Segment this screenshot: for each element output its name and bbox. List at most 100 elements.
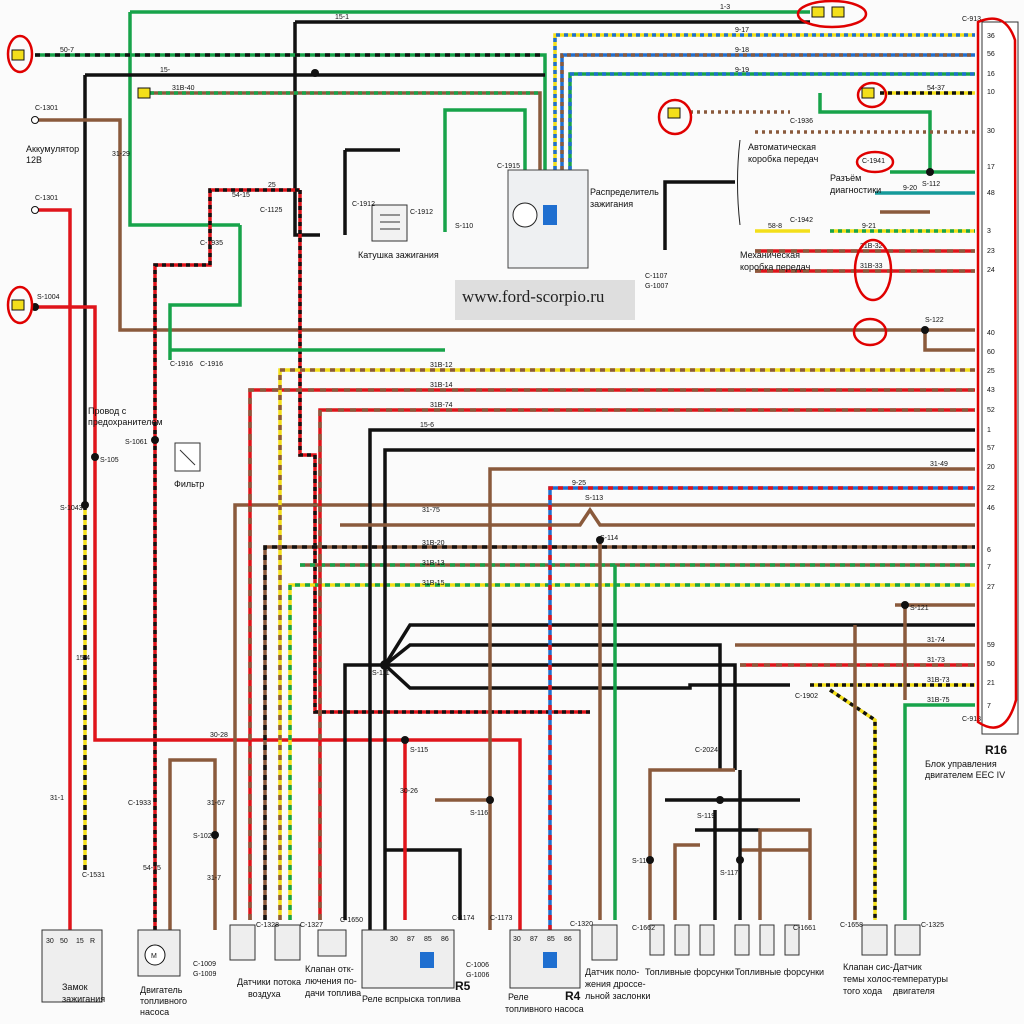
injector-icon: [649, 924, 665, 956]
battery-conn-2: C-1301: [35, 195, 58, 202]
conn-label: C-1125: [260, 207, 283, 214]
conn-label: S-1061: [125, 439, 148, 446]
auto-gearbox-label-1: Автоматическая: [748, 142, 816, 152]
filter-icon: [179, 449, 196, 466]
wire-label: 54-15: [143, 865, 161, 872]
wire-label: 31-75: [422, 507, 440, 514]
tag-icon: [137, 87, 151, 99]
ecu-pin: 59: [987, 642, 995, 649]
relay-pin: 86: [441, 936, 449, 943]
conn-label: S-122: [925, 317, 944, 324]
idle-label-3: того хода: [843, 986, 882, 996]
distributor-module-icon: [543, 205, 557, 225]
conn-label: G-1006: [466, 972, 489, 979]
ecu-pin: 24: [987, 267, 995, 274]
fused-wire-label-2: предохранителем: [88, 417, 163, 427]
watermark-shadow: [455, 280, 635, 320]
wire-label: 9-18: [735, 47, 749, 54]
wire-label: 54-37: [927, 85, 945, 92]
conn-label: S-1027: [193, 833, 216, 840]
conn-label: S-117: [720, 870, 738, 877]
ign-pin: 50: [60, 938, 68, 945]
ecu-pin: 46: [987, 505, 995, 512]
conn-label: C-1935: [200, 240, 223, 247]
pump-relay-conn-1: C-1173: [490, 915, 513, 922]
tag-icon: [831, 6, 845, 18]
conn-label: S-114: [600, 535, 618, 542]
air-sensor-2: [274, 924, 301, 961]
wire-label: 31-73: [927, 657, 945, 664]
auto-gearbox-conn: C-1936: [790, 118, 813, 125]
ign-pin: 30: [46, 938, 54, 945]
wire-label: 15-1: [335, 14, 349, 21]
ecu-pin: 43: [987, 387, 995, 394]
ecu-pin: 7: [987, 564, 991, 571]
coil-conn-1: C-1912: [352, 201, 375, 208]
wire-label: 9-25: [572, 480, 586, 487]
battery-terminal-icon: [31, 206, 39, 214]
conn-label: C-2024: [695, 747, 718, 754]
manual-gearbox-label-2: коробка передач: [740, 262, 811, 272]
ecu-pin: 20: [987, 464, 995, 471]
glow-relay-conn: C-1174: [452, 915, 475, 922]
ecu-pin: 40: [987, 330, 995, 337]
ecu-pin: 52: [987, 407, 995, 414]
ecu-body: [981, 21, 1019, 735]
conn-label: S-111: [372, 670, 390, 677]
highlight-ring: [852, 317, 888, 347]
wire-label: 31-49: [930, 461, 948, 468]
conn-label: C-1902: [795, 693, 818, 700]
air-label-1: Датчики потока: [237, 977, 301, 987]
wire-label: 9-17: [735, 27, 749, 34]
wire-label: 25: [268, 182, 276, 189]
tag-icon: [11, 49, 25, 61]
throttle-label-2: жения дроссе-: [585, 979, 646, 989]
ign-switch-conn: C-1531: [82, 872, 105, 879]
coil-conn-2: C-1912: [410, 209, 433, 216]
air-sensor-1: [229, 924, 256, 961]
wire-label: 31B-73: [927, 677, 950, 684]
highlight-ring: [6, 34, 34, 74]
ecu-pin: 16: [987, 71, 995, 78]
relay-pin: 86: [564, 936, 572, 943]
relay-coil-icon: [543, 952, 557, 968]
wire-label: 31B-14: [430, 382, 453, 389]
injectors-b-label: Топливные форсунки: [735, 967, 824, 977]
distributor-label-1: Распределитель: [590, 187, 659, 197]
wires-top: [35, 10, 975, 505]
ecu-code: R16: [985, 743, 1007, 757]
ecu-pin: 1: [987, 427, 991, 434]
highlight-ring: [6, 285, 34, 325]
ecu-pin: 27: [987, 584, 995, 591]
battery-terminal-icon: [31, 116, 39, 124]
temp-conn: C-1325: [921, 922, 944, 929]
relay-pin: 85: [424, 936, 432, 943]
ignition-coil-body: [371, 204, 408, 242]
ecu-pin: 3: [987, 228, 991, 235]
fuel-cut-valve-body: [317, 929, 347, 957]
ecu-pin: 30: [987, 128, 995, 135]
pump-relay-label-1: Реле: [508, 992, 529, 1002]
glow-relay-code: R5: [455, 979, 471, 993]
glow-relay-label: Реле вспрыска топлива: [362, 994, 461, 1004]
air-conn-1: C-1328: [256, 922, 279, 929]
battery-label-1: Аккумулятор: [26, 144, 79, 154]
ecu-pin: 50: [987, 661, 995, 668]
conn-label: C-1916: [200, 361, 223, 368]
ecu-pin: 56: [987, 51, 995, 58]
ign-switch-label-1: Замок: [62, 982, 88, 992]
pump-relay-label-2: топливного насоса: [505, 1004, 584, 1014]
conn-label: S-1043: [60, 505, 83, 512]
idle-conn: C-1658: [840, 922, 863, 929]
motor-icon: [144, 944, 166, 966]
wire-label: 31B-12: [430, 362, 453, 369]
temp-label-3: двигателя: [893, 986, 935, 996]
auto-gearbox-label-2: коробка передач: [748, 154, 819, 164]
highlight-rings: [6, 0, 1018, 729]
conn-label: C-1107: [645, 273, 668, 280]
ecu-pin: 36: [987, 33, 995, 40]
ecu-pin: 23: [987, 248, 995, 255]
conn-label: S-1004: [37, 294, 60, 301]
ecu-pin: 25: [987, 368, 995, 375]
tag-icon: [11, 299, 25, 311]
